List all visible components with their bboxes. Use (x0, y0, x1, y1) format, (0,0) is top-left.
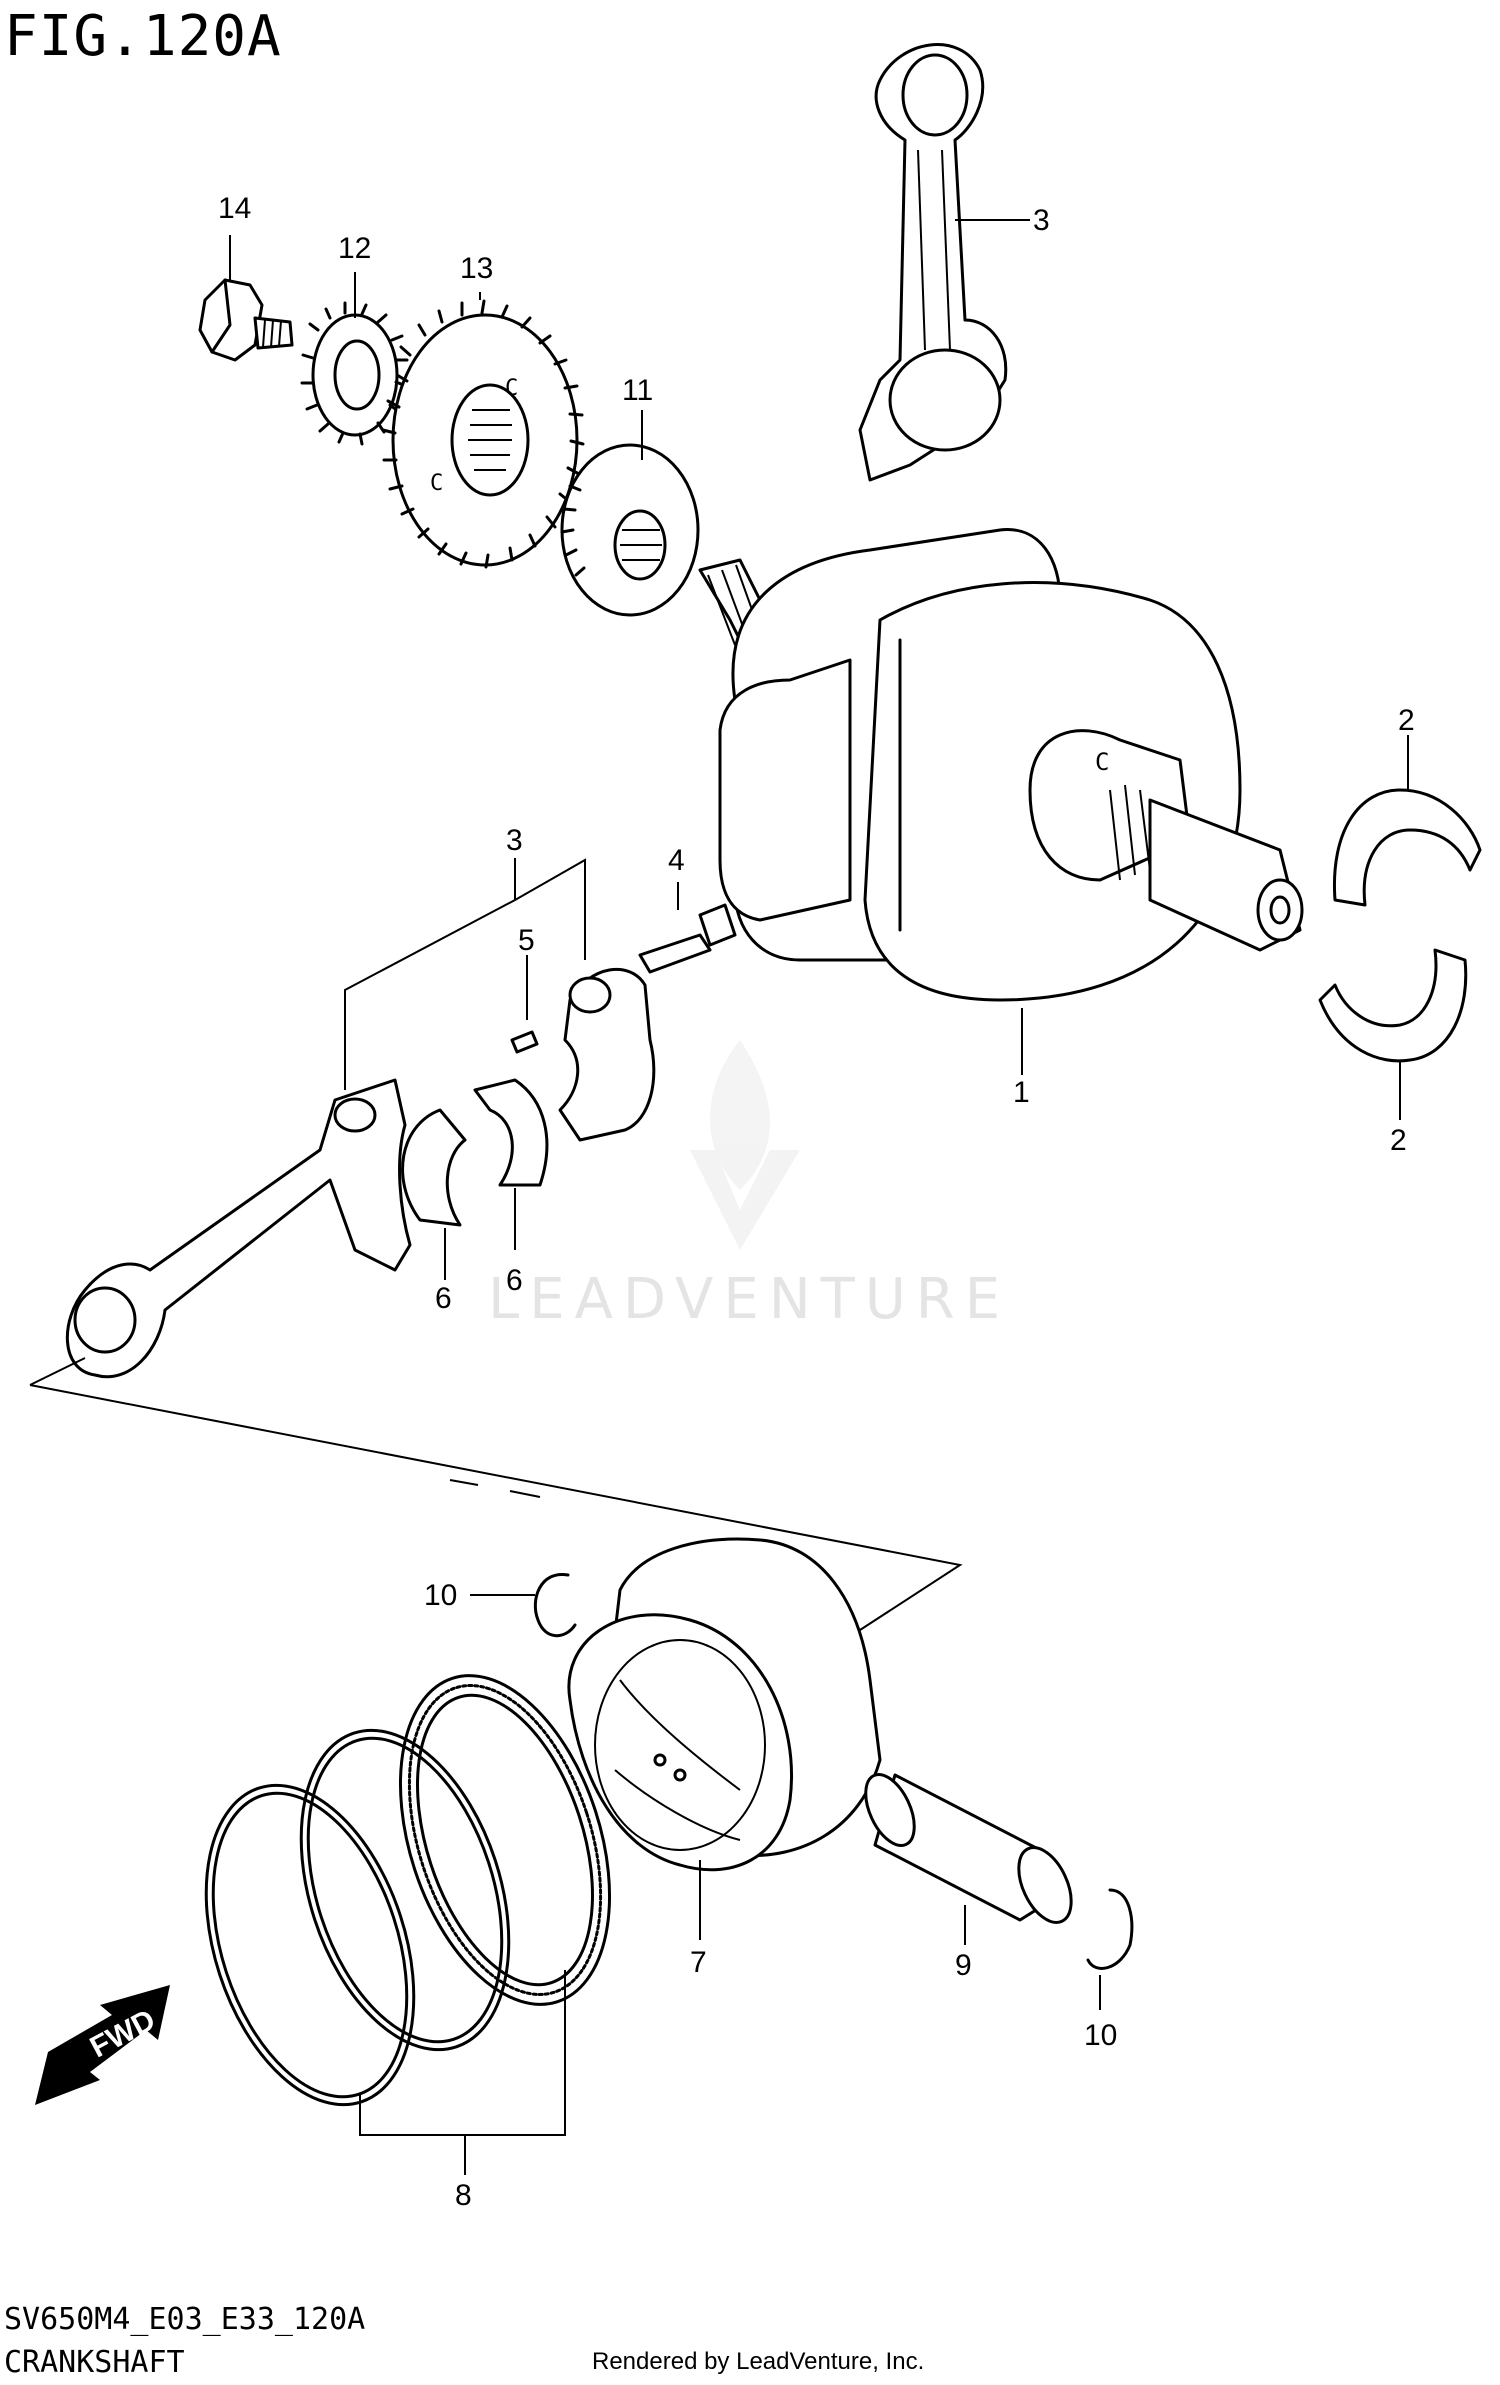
part-5-dowel-pin (510, 1030, 539, 1054)
part-13-large-gear: C C (381, 299, 585, 569)
svg-text:C: C (1095, 748, 1109, 776)
part-3-connecting-rod-lower (65, 968, 656, 1379)
callout-4: 4 (668, 844, 685, 877)
callout-14: 14 (218, 192, 251, 225)
figure-code: SV650M4_E03_E33_120A (4, 2302, 366, 2337)
callout-6-b: 6 (506, 1264, 523, 1297)
callout-8: 8 (455, 2179, 472, 2212)
figure-title: FIG.120A (4, 4, 282, 69)
callout-5: 5 (518, 924, 535, 957)
part-10-circlip-a (533, 1573, 577, 1638)
callout-1: 1 (1013, 1076, 1030, 1109)
watermark-flame-logo (690, 1040, 800, 1250)
part-3-connecting-rod-top (858, 43, 1008, 482)
callout-3-lower: 3 (506, 824, 523, 857)
callout-7: 7 (690, 1946, 707, 1979)
callout-3-top: 3 (1033, 204, 1050, 237)
watermark-text: LEADVENTURE (488, 1267, 1010, 1332)
callout-2-lower: 2 (1390, 1124, 1407, 1157)
callout-6-a: 6 (435, 1282, 452, 1315)
part-9-piston-pin (864, 1773, 1073, 1924)
part-1-crankshaft: C (698, 528, 1304, 1002)
callout-9: 9 (955, 1949, 972, 1982)
fwd-arrow: FWD (35, 1985, 170, 2105)
leader-lines (29, 219, 1409, 2175)
svg-text:C: C (430, 471, 443, 496)
part-7-piston (567, 1537, 882, 1872)
callout-10-a: 10 (424, 1579, 457, 1612)
rendered-by: Rendered by LeadVenture, Inc. (592, 2348, 925, 2375)
part-6-conrod-bearing-a (401, 1108, 467, 1227)
part-8-piston-rings (204, 1674, 612, 2107)
callouts: 14 12 13 11 3 1 2 2 4 3 5 6 6 10 7 9 10 … (218, 192, 1415, 2212)
part-12-small-gear (300, 301, 409, 446)
callout-2-upper: 2 (1398, 704, 1415, 737)
part-14-bolt (198, 278, 294, 362)
callout-12: 12 (338, 232, 371, 265)
part-2-bearing-upper (1332, 788, 1482, 907)
figure-name: CRANKSHAFT (4, 2345, 185, 2380)
part-4-cap-bolt (638, 903, 737, 974)
callout-13: 13 (460, 252, 493, 285)
part-2-bearing-lower (1318, 948, 1468, 1063)
part-6-conrod-bearing-b (473, 1078, 549, 1187)
part-11-drive-plate (560, 443, 700, 617)
callout-11: 11 (622, 374, 653, 407)
callout-10-b: 10 (1084, 2019, 1117, 2052)
svg-text:C: C (505, 376, 518, 401)
part-10-circlip-b (1086, 1888, 1134, 1970)
watermark: LEADVENTURE (488, 1040, 1010, 1332)
